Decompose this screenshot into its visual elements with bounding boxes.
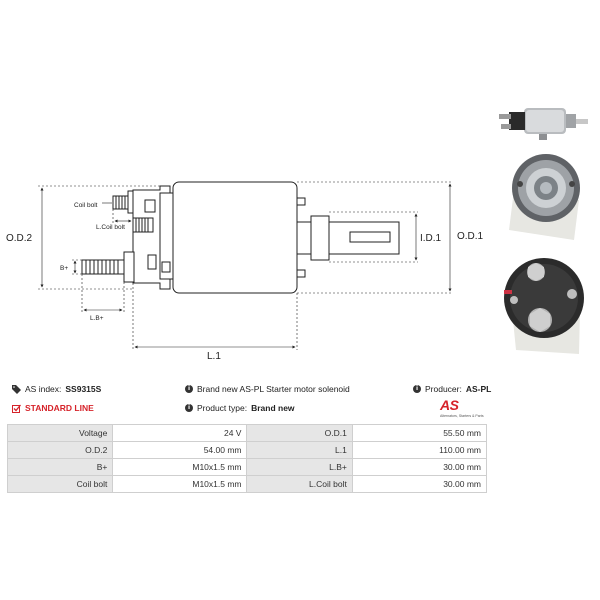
b-plus-label: B+ [60,265,68,272]
as-pl-logo: AS Alternators, Starters & Parts [440,397,490,419]
coil-bolt-label: Coil bolt [74,202,98,209]
spec-value: M10x1.5 mm [112,475,248,493]
spec-label: O.D.2 [6,441,114,459]
product-type-label: Product type: [197,403,248,413]
spec-label: L.1 [246,441,353,459]
od2-label: O.D.2 [6,233,33,244]
spec-value: 55.50 mm [351,424,488,442]
l1-label: L.1 [207,351,221,362]
spec-label: O.D.1 [246,424,353,442]
spec-value: 24 V [112,424,248,442]
as-index-row: AS index: SS9315S [12,384,101,394]
id1-label: I.D.1 [420,233,442,244]
spec-table: Voltage 24 V O.D.1 55.50 mm O.D.2 54.00 … [6,424,488,493]
table-row: Coil bolt M10x1.5 mm L.Coil bolt 30.00 m… [6,475,488,493]
spec-value: 30.00 mm [351,458,488,476]
info-icon: i [413,385,421,393]
spec-value: M10x1.5 mm [112,458,248,476]
spec-label: Coil bolt [6,475,114,493]
producer-row: i Producer: AS-PL [413,384,491,394]
spec-label: L.Coil bolt [246,475,353,493]
technical-drawing: O.D.2 O.D.1 I.D.1 L.1 Coil bolt L.Coil b… [6,181,484,362]
spec-label: B+ [6,458,114,476]
product-terminal-photo[interactable] [494,250,594,360]
table-row: B+ M10x1.5 mm L.B+ 30.00 mm [6,458,488,476]
as-index-value: SS9315S [65,384,102,394]
spec-value: 54.00 mm [112,441,248,459]
logo-tagline: Alternators, Starters & Parts [440,414,484,418]
info-icon: i [185,385,193,393]
l-b-plus-label: L.B+ [90,315,104,322]
producer-value: AS-PL [465,384,492,394]
check-square-icon [12,404,22,413]
info-icon: i [185,404,193,412]
spec-label: L.B+ [246,458,353,476]
spec-value: 30.00 mm [351,475,488,493]
product-side-photo[interactable] [494,100,594,145]
l-coil-bolt-label: L.Coil bolt [96,224,125,231]
standard-line-text: STANDARD LINE [25,403,94,413]
logo-text: AS [440,397,459,413]
product-type-value: Brand new [251,403,295,413]
od1-label: O.D.1 [457,231,484,242]
product-thumbnails [490,95,600,365]
table-row: O.D.2 54.00 mm L.1 110.00 mm [6,441,488,459]
solenoid-body [172,181,298,294]
product-front-photo[interactable] [494,150,594,245]
spec-label: Voltage [6,424,114,442]
product-type-row: i Product type: Brand new [185,403,295,413]
description-row: i Brand new AS-PL Starter motor solenoid [185,384,350,394]
producer-label: Producer: [425,384,462,394]
table-row: Voltage 24 V O.D.1 55.50 mm [6,424,488,442]
tag-icon [12,384,21,394]
spec-value: 110.00 mm [351,441,488,459]
description-text: Brand new AS-PL Starter motor solenoid [197,384,350,394]
standard-line-row: STANDARD LINE [12,403,94,413]
as-index-label: AS index: [25,384,62,394]
